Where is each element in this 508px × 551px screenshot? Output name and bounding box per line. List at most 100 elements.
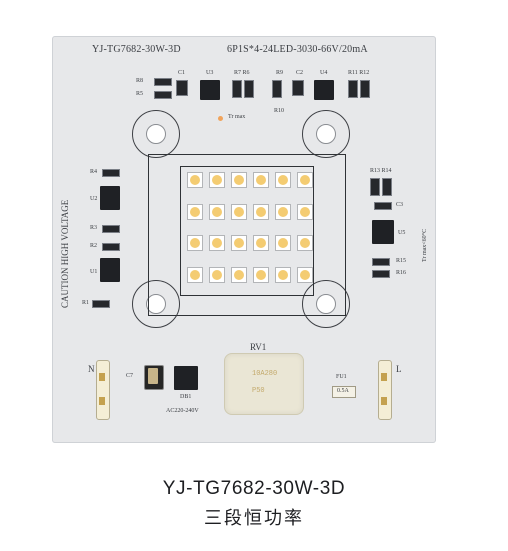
- resistor-r2: [102, 243, 120, 251]
- label-u5: U5: [398, 230, 406, 236]
- chip-u4: [314, 80, 334, 100]
- label-db1: DB1: [180, 394, 192, 400]
- label-r11r12: R11 R12: [348, 70, 370, 76]
- label-r3: R3: [90, 225, 98, 231]
- led-chip: [297, 235, 313, 251]
- resistor-r6: [244, 80, 254, 98]
- label-r4: R4: [90, 169, 98, 175]
- resistor-r4: [102, 169, 120, 177]
- led-chip: [209, 235, 225, 251]
- resistor-r16: [372, 270, 390, 278]
- capacitor-c1: [176, 80, 188, 96]
- chip-u1: [100, 258, 120, 282]
- led-chip: [297, 172, 313, 188]
- label-c3: C3: [396, 202, 404, 208]
- led-chip: [231, 172, 247, 188]
- label-c1: C1: [178, 70, 186, 76]
- label-rv1: RV1: [250, 342, 267, 352]
- capacitor-c7: [144, 365, 164, 390]
- rv-marking-2: P50: [252, 387, 265, 395]
- board-led-spec-label: 6P1S*4-24LED-3030-66V/20mA: [227, 44, 368, 55]
- led-chip: [209, 266, 225, 283]
- chip-u5: [372, 220, 394, 244]
- mount-hole-top-right: [302, 110, 350, 158]
- led-chip: [209, 203, 225, 220]
- led-chip: [231, 266, 247, 283]
- resistor-r9: [272, 80, 282, 98]
- resistor-r3: [102, 225, 120, 233]
- resistor-r13: [370, 178, 380, 196]
- product-model-caption: YJ-TG7682-30W-3D: [162, 478, 346, 499]
- led-chip: [275, 266, 291, 283]
- label-r5: R5: [136, 91, 144, 97]
- mount-hole-bottom-right: [302, 280, 350, 328]
- led-chip: [187, 266, 203, 283]
- capacitor-c2: [292, 80, 304, 96]
- rv-marking-1: 10A280: [252, 370, 278, 378]
- label-l: L: [396, 364, 402, 374]
- tr-max-temp-label: Tr max<60°C: [422, 228, 428, 262]
- led-chip: [297, 266, 313, 283]
- label-u2: U2: [90, 196, 98, 202]
- label-r7r6: R7 R6: [234, 70, 250, 76]
- label-r9: R9: [276, 70, 284, 76]
- label-c2: C2: [296, 70, 304, 76]
- led-chip: [231, 235, 247, 251]
- led-chip: [253, 235, 269, 251]
- led-chip: [187, 203, 203, 220]
- label-c7: C7: [126, 373, 134, 379]
- label-ac-voltage: AC220-240V: [166, 408, 199, 414]
- chip-u2: [100, 186, 120, 210]
- label-u1: U1: [90, 269, 98, 275]
- mount-hole-bottom-left: [132, 280, 180, 328]
- led-array-border: [180, 166, 314, 296]
- label-r1: R1: [82, 300, 90, 306]
- led-area-outline: [148, 154, 346, 316]
- terminal-n: [96, 360, 110, 420]
- terminal-l: [378, 360, 392, 420]
- caution-high-voltage-text: CAUTION HIGH VOLTAGE: [60, 199, 70, 308]
- bridge-rectifier-db1: [174, 366, 198, 390]
- led-chip: [275, 203, 291, 220]
- led-chip: [297, 203, 313, 220]
- tr-max-label: Tr max: [228, 114, 246, 120]
- led-chip: [253, 203, 269, 220]
- pcb-board: YJ-TG7682-30W-3D 6P1S*4-24LED-3030-66V/2…: [52, 36, 436, 443]
- fuse-rating: 0.5A: [337, 388, 349, 394]
- led-chip: [231, 203, 247, 220]
- label-r2: R2: [90, 243, 98, 249]
- label-u4: U4: [320, 70, 328, 76]
- temp-point-dot: [218, 116, 223, 121]
- label-r15: R15: [396, 258, 407, 264]
- mount-hole-top-left: [132, 110, 180, 158]
- led-chip: [253, 172, 269, 188]
- resistor-r8: [154, 78, 172, 86]
- label-r8: R8: [136, 78, 144, 84]
- resistor-r1: [92, 300, 110, 308]
- resistor-r12: [360, 80, 370, 98]
- led-chip: [275, 172, 291, 188]
- capacitor-c3: [374, 202, 392, 210]
- resistor-r11: [348, 80, 358, 98]
- fuse-fu1: 0.5A: [332, 386, 356, 398]
- led-array: [185, 170, 313, 294]
- led-chip: [187, 172, 203, 188]
- led-chip: [253, 266, 269, 283]
- varistor-rv1: 10A280 P50: [224, 353, 304, 415]
- resistor-r14: [382, 178, 392, 196]
- label-n: N: [88, 364, 95, 374]
- product-subtitle-caption: 三段恒功率: [204, 508, 304, 528]
- resistor-r7: [232, 80, 242, 98]
- chip-u3: [200, 80, 220, 100]
- label-r10: R10: [274, 108, 285, 114]
- label-r16: R16: [396, 270, 407, 276]
- resistor-r15: [372, 258, 390, 266]
- led-chip: [187, 235, 203, 251]
- led-chip: [275, 235, 291, 251]
- resistor-r5: [154, 91, 172, 99]
- label-u3: U3: [206, 70, 214, 76]
- board-model-label: YJ-TG7682-30W-3D: [92, 44, 181, 55]
- label-r13r14: R13 R14: [370, 168, 392, 174]
- label-fu1: FU1: [336, 374, 347, 380]
- led-chip: [209, 172, 225, 188]
